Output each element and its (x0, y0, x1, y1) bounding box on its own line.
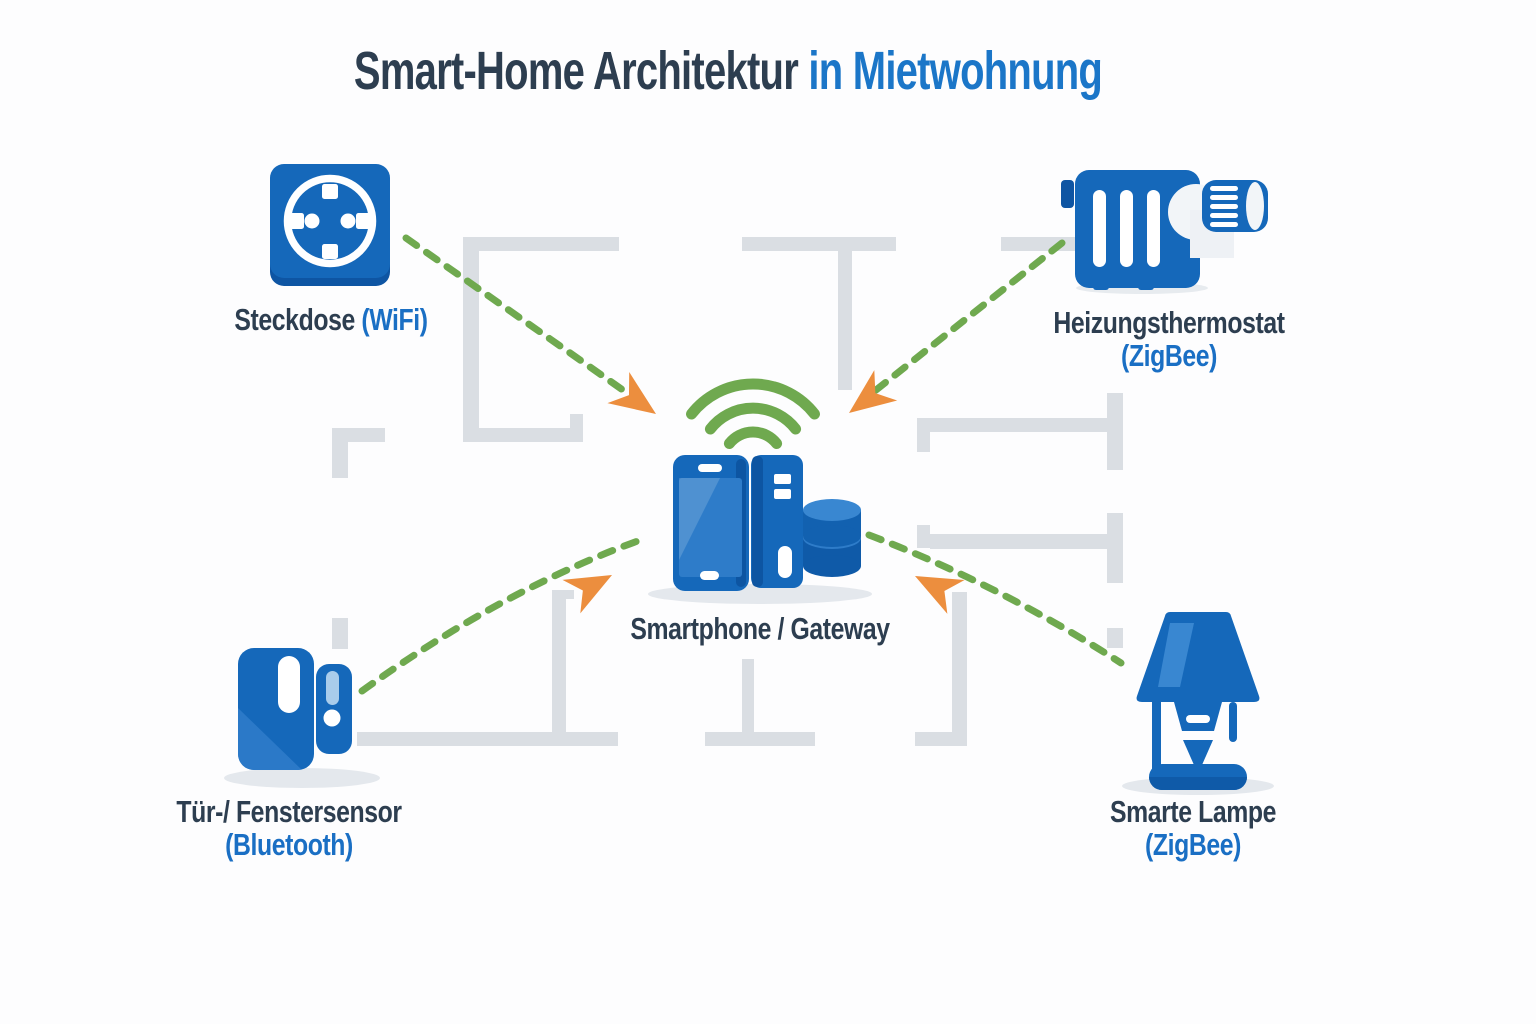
gateway-tower-icon (751, 455, 803, 588)
fenstersensor-protocol: (Bluetooth) (225, 827, 353, 862)
wall-segment (552, 590, 566, 732)
wall-segment (705, 732, 815, 746)
arrow-icon (849, 370, 898, 413)
arrow-icon (915, 576, 965, 614)
wall-segment (570, 414, 583, 430)
table-lamp-icon (1122, 612, 1274, 795)
wall-segment (552, 590, 574, 599)
wall-segment (1107, 513, 1123, 583)
steckdose-label: Steckdose (WiFi) (171, 303, 491, 336)
wall-segment (917, 418, 930, 452)
power-outlet-icon (270, 164, 390, 286)
fenstersensor-name: Tür-/ Fenstersensor (176, 794, 402, 829)
steckdose-name: Steckdose (234, 302, 355, 337)
smartphone-gateway-icon (648, 455, 872, 604)
heizungsthermostat-name: Heizungsthermostat (1053, 305, 1285, 340)
wall-segment (463, 237, 619, 251)
wall-segment (838, 251, 852, 390)
connection-line-sensor (358, 534, 650, 695)
wall-segment (915, 732, 967, 746)
page-title-highlight: in Mietwohnung (808, 41, 1103, 101)
smarte-lampe-protocol: (ZigBee) (1145, 827, 1241, 862)
smartphone-icon (673, 455, 749, 591)
wall-segment (332, 618, 348, 649)
steckdose-protocol: (WiFi) (361, 302, 428, 337)
wall-segment (332, 428, 348, 478)
page-title-main: Smart-Home Architektur (353, 41, 799, 101)
smarte-lampe-label: Smarte Lampe (ZigBee) (1033, 795, 1353, 861)
wall-segment (917, 525, 930, 548)
door-window-sensor-icon (224, 648, 380, 788)
wall-segment (1107, 628, 1123, 648)
radiator-thermostat-icon (1061, 170, 1268, 294)
smarte-lampe-name: Smarte Lampe (1109, 794, 1277, 829)
wall-segment (952, 592, 967, 732)
arrow-icon (607, 372, 656, 414)
wall-segment (742, 237, 896, 251)
page-title: Smart-Home Architektur in Mietwohnung (189, 40, 1266, 102)
heizungsthermostat-label: Heizungsthermostat (ZigBee) (1009, 306, 1329, 372)
wall-segment (930, 534, 1107, 549)
database-disks-icon (803, 499, 861, 577)
heizungsthermostat-protocol: (ZigBee) (1121, 338, 1217, 373)
wall-segment (470, 428, 583, 442)
wall-segment (742, 659, 754, 732)
wall-segment (1107, 393, 1123, 470)
wifi-signal-icon (686, 378, 820, 449)
fenstersensor-label: Tür-/ Fenstersensor (Bluetooth) (129, 795, 449, 861)
wall-segment (357, 732, 618, 746)
connection-line-steckdose (402, 234, 634, 399)
wall-segment (930, 418, 1107, 432)
gateway-label: Smartphone / Gateway (600, 612, 920, 645)
gateway-label-text: Smartphone / Gateway (630, 611, 890, 646)
arrow-icon (562, 575, 612, 614)
connection-line-heizung (872, 239, 1066, 394)
connection-line-lampe (865, 531, 1125, 667)
